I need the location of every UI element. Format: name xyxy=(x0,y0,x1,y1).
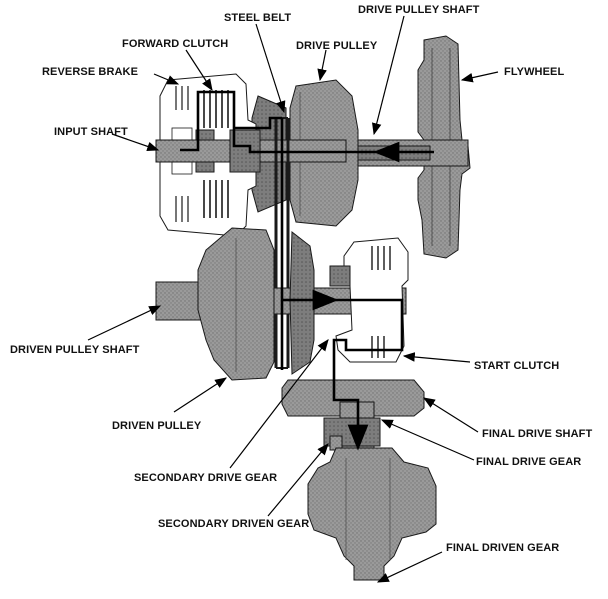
label-input-shaft: INPUT SHAFT xyxy=(54,126,128,138)
label-reverse-brake: REVERSE BRAKE xyxy=(42,66,139,78)
leader-final-driven-gear xyxy=(376,551,443,583)
leader-lines xyxy=(87,15,499,583)
label-final-drive-gear: FINAL DRIVE GEAR xyxy=(476,456,582,468)
leader-secondary-drive-gear xyxy=(229,339,329,469)
leader-start-clutch xyxy=(402,352,471,363)
final-driven-gear-part xyxy=(307,447,437,581)
label-final-driven-gear: FINAL DRIVEN GEAR xyxy=(446,542,560,554)
leader-final-drive-shaft xyxy=(422,397,479,433)
label-drive-pulley-shaft: DRIVE PULLEY SHAFT xyxy=(358,4,480,16)
leader-secondary-driven-gear xyxy=(267,443,329,517)
leader-reverse-brake xyxy=(153,73,180,85)
leader-driven-pulley-shaft xyxy=(87,305,162,341)
label-drive-pulley: DRIVE PULLEY xyxy=(296,40,378,52)
label-flywheel: FLYWHEEL xyxy=(504,66,565,78)
driven-pulley-part xyxy=(197,227,315,381)
label-secondary-drive-gear: SECONDARY DRIVE GEAR xyxy=(134,472,278,484)
label-start-clutch: START CLUTCH xyxy=(474,360,560,372)
power-flow-path xyxy=(180,90,434,451)
leader-drive-pulley xyxy=(317,49,327,82)
label-steel-belt: STEEL BELT xyxy=(224,12,292,24)
leader-forward-clutch xyxy=(185,49,213,92)
leader-steel-belt xyxy=(255,23,286,114)
leader-final-drive-gear xyxy=(380,419,475,461)
leader-driven-pulley xyxy=(173,377,228,413)
leader-flywheel xyxy=(460,71,499,83)
leader-input-shaft xyxy=(111,133,160,151)
leader-drive-pulley-shaft xyxy=(372,15,405,136)
final-drive-gear-part xyxy=(323,417,381,451)
label-forward-clutch: FORWARD CLUTCH xyxy=(122,38,229,50)
label-driven-pulley: DRIVEN PULLEY xyxy=(112,420,202,432)
label-secondary-driven-gear: SECONDARY DRIVEN GEAR xyxy=(158,518,310,530)
label-driven-pulley-shaft: DRIVEN PULLEY SHAFT xyxy=(10,344,140,356)
label-final-drive-shaft: FINAL DRIVE SHAFT xyxy=(482,428,593,440)
